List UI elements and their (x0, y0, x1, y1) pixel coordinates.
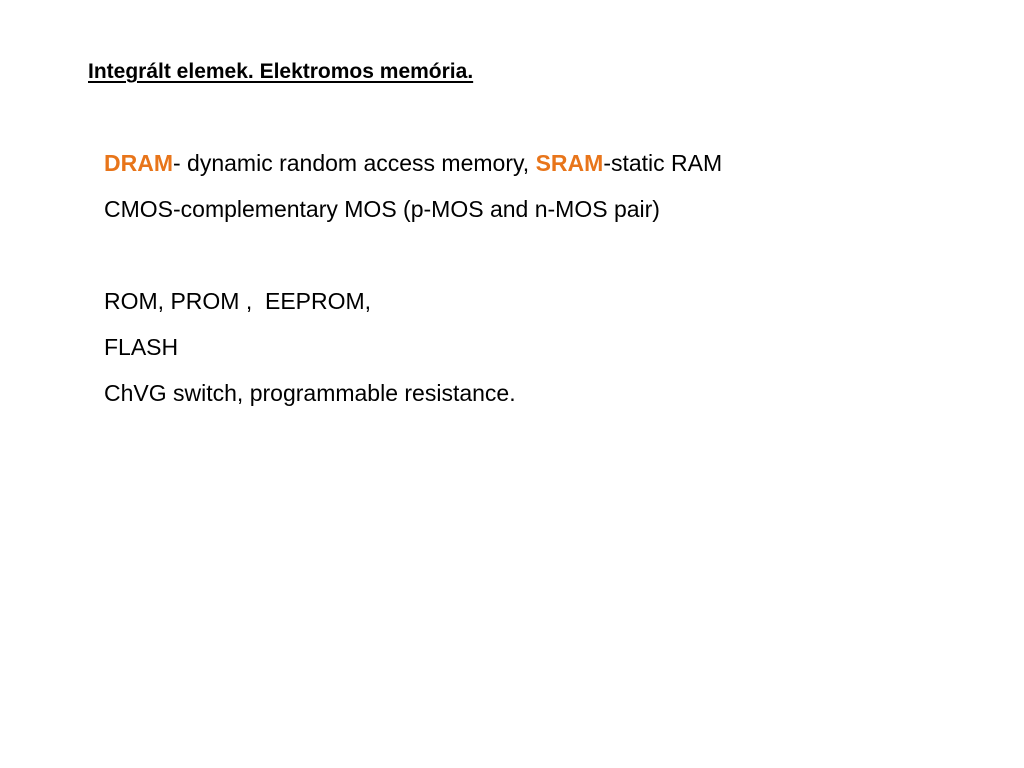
blank-line (104, 232, 722, 278)
slide-title: Integrált elemek. Elektromos memória. (88, 60, 474, 83)
memory-types-line: DRAM- dynamic random access memory, SRAM… (104, 140, 722, 186)
chvg-line: ChVG switch, programmable resistance. (104, 380, 516, 406)
cmos-line: CMOS-complementary MOS (p-MOS and n-MOS … (104, 196, 660, 222)
flash-line: FLASH (104, 334, 179, 360)
dram-description: - dynamic random access memory, (173, 150, 536, 176)
slide-body: DRAM- dynamic random access memory, SRAM… (104, 140, 722, 416)
rom-line: ROM, PROM , EEPROM, (104, 288, 372, 314)
sram-description: -static RAM (603, 150, 723, 176)
dram-term: DRAM (104, 150, 173, 176)
sram-term: SRAM (535, 150, 604, 176)
